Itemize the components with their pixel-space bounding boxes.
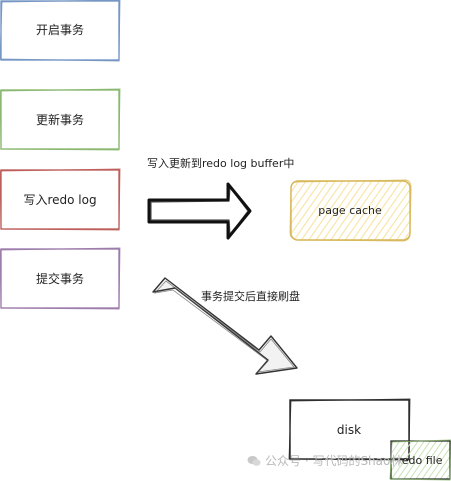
- step-commit-transaction-label: 提交事务: [36, 271, 84, 286]
- page-cache-label: page cache: [318, 204, 382, 217]
- wechat-icon: [247, 455, 261, 466]
- step-write-redo-log-label: 写入redo log: [23, 193, 96, 207]
- arrow-to-disk: [152, 277, 298, 375]
- disk-label: disk: [337, 423, 361, 437]
- watermark-text: 公众号 · 写代码的Shao林: [265, 454, 403, 468]
- redo-file-box: redo file: [389, 439, 451, 481]
- arrow-flush-label: 事务提交后直接刷盘: [201, 289, 300, 303]
- redo-file-label: redo file: [397, 454, 442, 467]
- step-start-transaction-label: 开启事务: [36, 22, 84, 37]
- step-write-redo-log: 写入redo log: [0, 168, 121, 231]
- step-commit-transaction: 提交事务: [0, 247, 121, 310]
- step-update-transaction-label: 更新事务: [36, 112, 84, 127]
- arrow-to-page-cache: [147, 182, 252, 240]
- watermark: 公众号 · 写代码的Shao林: [247, 452, 402, 469]
- step-start-transaction: 开启事务: [0, 0, 121, 62]
- step-update-transaction: 更新事务: [0, 88, 121, 151]
- page-cache-box: page cache: [289, 179, 412, 242]
- arrow-to-buffer-label: 写入更新到redo log buffer中: [147, 156, 294, 170]
